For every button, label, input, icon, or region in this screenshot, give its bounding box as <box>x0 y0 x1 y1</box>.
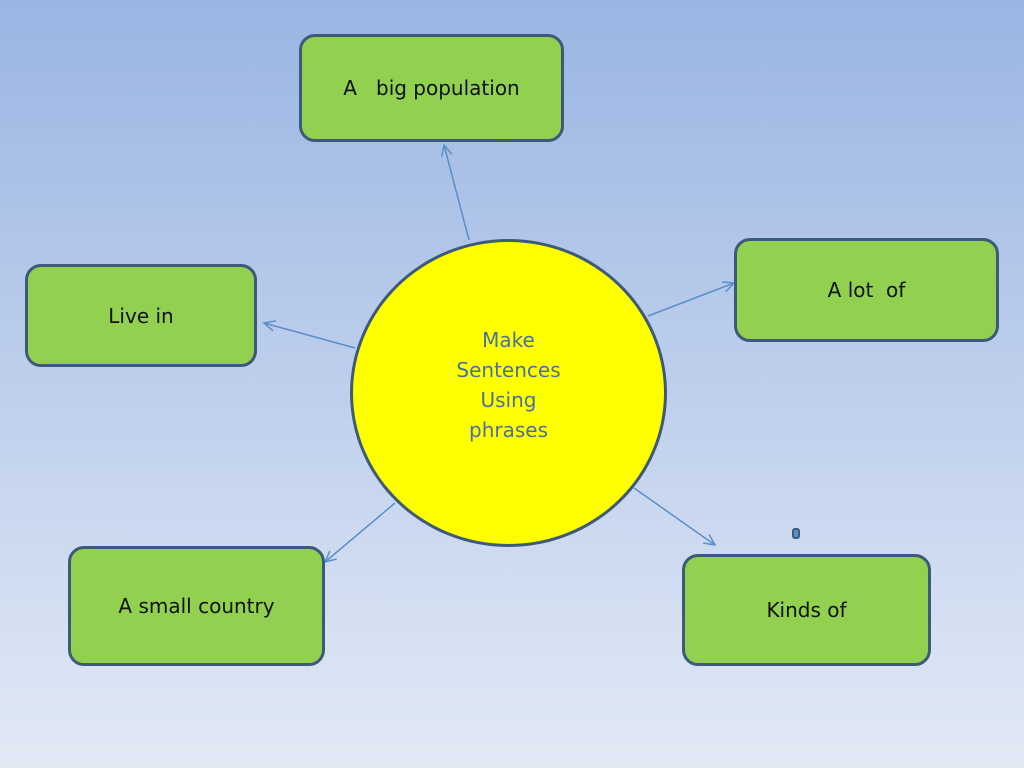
node-big-population: A big population <box>299 34 564 142</box>
node-small-country: A small country <box>68 546 325 666</box>
node-live-in: Live in <box>25 264 257 367</box>
small-marker <box>792 528 800 539</box>
node-kinds-of: Kinds of <box>682 554 931 666</box>
arrow-to-live-in <box>262 320 356 349</box>
arrow-to-kinds-of <box>633 487 717 546</box>
hub-label: Make Sentences Using phrases <box>456 328 561 442</box>
node-a-lot-of: A lot of <box>734 238 999 342</box>
hub-circle: Make Sentences Using phrases <box>350 239 667 547</box>
arrow-to-big-population <box>440 143 470 241</box>
arrow-to-small-country <box>323 502 396 564</box>
